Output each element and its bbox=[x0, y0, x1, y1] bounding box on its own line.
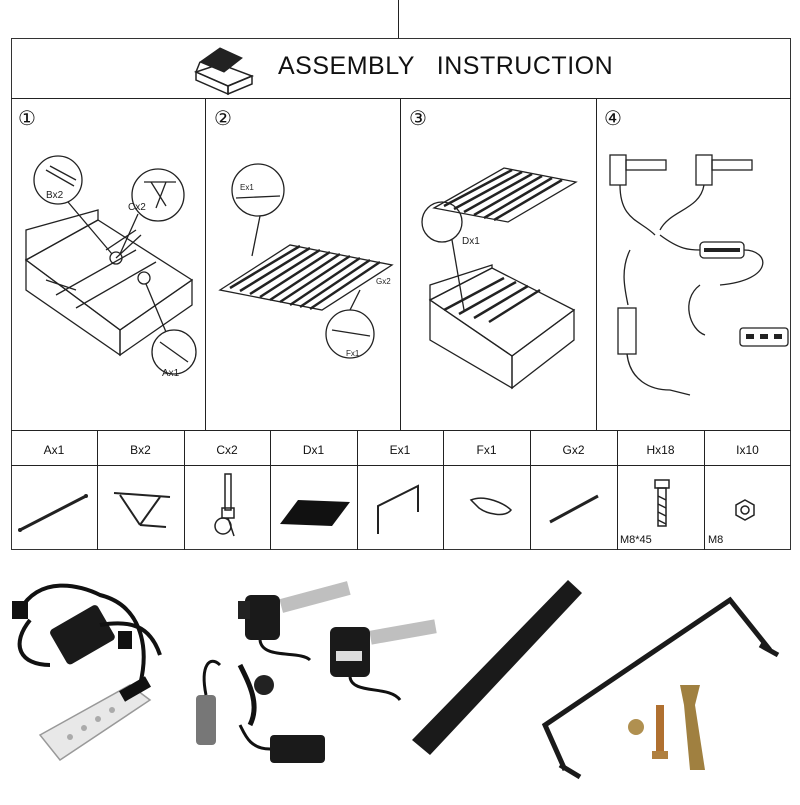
step-3-diagram: Dx1 bbox=[404, 160, 594, 390]
parts-col-divider-4 bbox=[357, 430, 358, 550]
parts-col-divider-1 bbox=[97, 430, 98, 550]
part-sub-hx18: M8*45 bbox=[620, 534, 652, 546]
header-divider bbox=[11, 98, 791, 99]
step-divider-3 bbox=[596, 98, 597, 430]
part-label-bx2: Bx2 bbox=[130, 443, 151, 457]
parts-col-divider-3 bbox=[270, 430, 271, 550]
step-2-number: ② bbox=[214, 108, 232, 130]
parts-label-divider bbox=[11, 465, 791, 466]
step-divider-1 bbox=[205, 98, 206, 430]
part-sub-ix10: M8 bbox=[708, 534, 724, 546]
rod-icon bbox=[546, 490, 602, 526]
nut-icon bbox=[733, 498, 757, 522]
page-title: ASSEMBLY INSTRUCTION bbox=[278, 52, 614, 80]
instruction-sheet bbox=[11, 38, 791, 550]
strap-photo bbox=[412, 580, 582, 755]
header-bed-icon bbox=[190, 44, 256, 96]
part-label-gx2: Gx2 bbox=[562, 443, 585, 457]
actuator-photo-1 bbox=[238, 581, 351, 662]
step-2-callout-ex1: Ex1 bbox=[240, 183, 254, 192]
steps-divider bbox=[11, 430, 791, 431]
part-label-ix10: Ix10 bbox=[736, 443, 759, 457]
step-2-diagram: Ex1 Gx2 Fx1 bbox=[210, 160, 396, 370]
step-3-number: ③ bbox=[409, 108, 427, 130]
part-label-cx2: Cx2 bbox=[216, 443, 238, 457]
gas-strut-icon bbox=[16, 490, 92, 536]
power-adapter-photo bbox=[238, 724, 325, 763]
step-divider-2 bbox=[400, 98, 401, 430]
u-handle-icon bbox=[368, 482, 432, 538]
product-photo bbox=[0, 565, 800, 800]
bolt-icon bbox=[652, 478, 672, 528]
step-1-callout-bx2: Bx2 bbox=[46, 190, 64, 201]
parts-col-divider-7 bbox=[617, 430, 618, 550]
part-label-fx1: Fx1 bbox=[476, 443, 497, 457]
step-4-diagram bbox=[600, 140, 790, 410]
clip-icon bbox=[465, 492, 515, 520]
actuator-bracket-icon bbox=[210, 472, 246, 540]
top-divider bbox=[398, 0, 399, 38]
part-label-ax1: Ax1 bbox=[43, 443, 65, 457]
lift-hinge-icon bbox=[110, 487, 174, 533]
step-1-callout-ax1: Ax1 bbox=[162, 368, 180, 379]
step-1-number: ① bbox=[18, 108, 36, 130]
step-2-callout-gx2: Gx2 bbox=[376, 277, 391, 286]
control-box-photo bbox=[12, 583, 162, 686]
slat-frame-icon bbox=[276, 494, 352, 530]
step-4-number: ④ bbox=[604, 108, 622, 130]
hand-controller-photo bbox=[196, 659, 274, 745]
parts-col-divider-2 bbox=[184, 430, 185, 550]
step-3-callout-dx1: Dx1 bbox=[462, 236, 480, 247]
hardware-photo bbox=[628, 685, 705, 770]
step-1-callout-cx2: Cx2 bbox=[128, 202, 146, 213]
step-2-callout-fx1: Fx1 bbox=[346, 349, 360, 358]
actuator-photo-2 bbox=[330, 619, 437, 702]
part-label-dx1: Dx1 bbox=[302, 443, 325, 457]
part-label-ex1: Ex1 bbox=[389, 443, 411, 457]
part-label-hx18: Hx18 bbox=[646, 443, 675, 457]
u-bar-photo bbox=[541, 596, 780, 780]
parts-col-divider-6 bbox=[530, 430, 531, 550]
parts-col-divider-8 bbox=[704, 430, 705, 550]
remote-photo bbox=[38, 676, 152, 762]
parts-col-divider-5 bbox=[443, 430, 444, 550]
step-1-diagram: Bx2 Cx2 Ax1 bbox=[16, 140, 202, 428]
